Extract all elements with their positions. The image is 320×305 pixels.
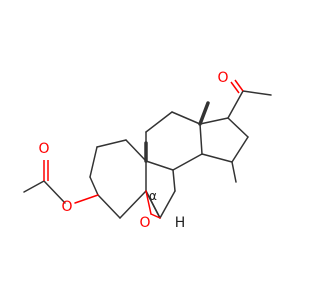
bond [171, 111, 201, 125]
bond [145, 190, 152, 215]
bond [159, 190, 176, 219]
ester-carbonyl-oxygen-label: O [38, 141, 49, 157]
bond [201, 153, 233, 163]
ring-c [145, 111, 203, 171]
bond [97, 194, 121, 219]
bond [145, 160, 174, 171]
acetate-group [23, 160, 99, 204]
bond [172, 153, 203, 171]
ketone-oxygen-label: O [217, 70, 228, 86]
molecule-structure: O O O O H α [23, 70, 272, 231]
epoxide-oxygen-label: O [139, 215, 150, 231]
bond [227, 117, 249, 138]
bond [145, 190, 161, 219]
bond [96, 139, 127, 148]
bond [199, 123, 203, 155]
ester-oxygen-label: O [61, 199, 72, 215]
bond [74, 194, 99, 204]
bond [23, 180, 45, 193]
ring-a [89, 139, 147, 219]
bond [230, 81, 240, 94]
bond [150, 213, 161, 219]
bond [199, 117, 229, 125]
h6-label: H [175, 215, 186, 231]
bond [119, 190, 147, 219]
bond [227, 90, 244, 119]
bond [89, 176, 99, 196]
bond [125, 139, 147, 162]
bond [234, 79, 244, 92]
acetyl-group [227, 79, 272, 119]
c16-methyl-bond [231, 161, 237, 183]
bond [43, 180, 66, 204]
bond [231, 136, 249, 163]
bond [172, 169, 176, 192]
epoxide-group [145, 190, 161, 219]
bond [89, 146, 98, 178]
ring-d [199, 117, 249, 163]
c13-methyl-bond [198, 101, 210, 126]
c5-stereo-label: α [149, 189, 157, 203]
molecule-canvas: O O O O H α [23, 70, 272, 231]
bond [242, 90, 272, 96]
bond [145, 111, 173, 133]
